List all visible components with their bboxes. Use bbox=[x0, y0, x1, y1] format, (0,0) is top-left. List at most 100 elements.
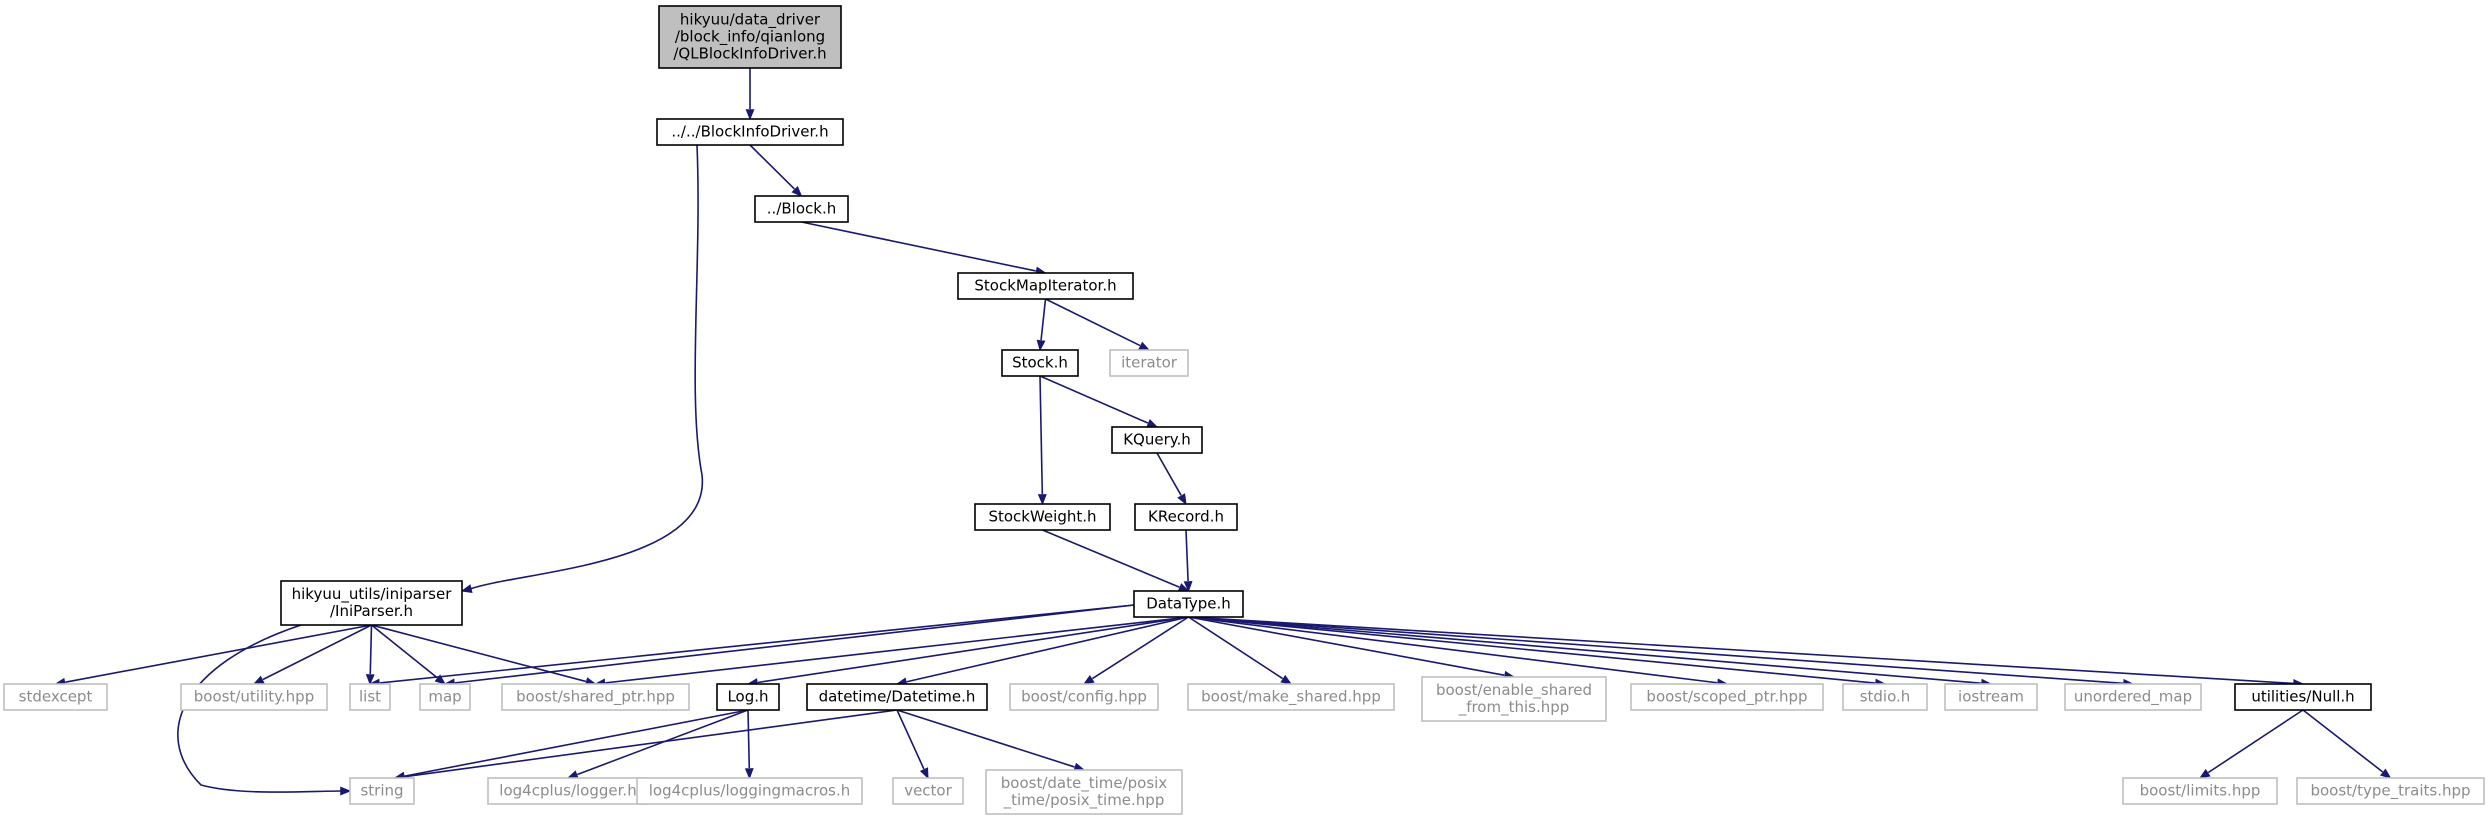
edge-block-to-smi bbox=[801, 221, 1036, 272]
node-stdio[interactable]: stdio.h bbox=[1842, 683, 1928, 711]
arrowhead bbox=[460, 584, 473, 593]
edge-smi-to-stock bbox=[1040, 298, 1047, 341]
node-label: StockWeight.h bbox=[988, 508, 1096, 526]
node-block[interactable]: ../Block.h bbox=[754, 195, 849, 223]
node-box[interactable] bbox=[1842, 683, 1928, 711]
node-bid[interactable]: ../../BlockInfoDriver.h bbox=[656, 118, 844, 146]
node-box[interactable] bbox=[501, 683, 690, 711]
node-label: boost/type_traits.hpp bbox=[2310, 782, 2470, 801]
node-bconfig[interactable]: boost/config.hpp bbox=[1009, 683, 1159, 711]
node-label: boost/limits.hpp bbox=[2140, 782, 2261, 800]
edge-dtype-to-stdio bbox=[1188, 616, 1876, 684]
node-box[interactable] bbox=[2064, 683, 2202, 711]
node-butil[interactable]: boost/utility.hpp bbox=[180, 683, 328, 711]
node-box[interactable] bbox=[2296, 777, 2485, 805]
node-box[interactable] bbox=[754, 195, 849, 223]
edge-log-to-string bbox=[404, 709, 749, 777]
arrowhead bbox=[1082, 674, 1095, 685]
edge-dtype-to-datetime bbox=[906, 616, 1189, 683]
node-krecord[interactable]: KRecord.h bbox=[1134, 503, 1238, 531]
node-l4macros[interactable]: log4cplus/loggingmacros.h bbox=[636, 777, 863, 805]
node-blimits[interactable]: boost/limits.hpp bbox=[2122, 777, 2278, 805]
node-box[interactable] bbox=[349, 683, 391, 711]
node-label: KQuery.h bbox=[1123, 431, 1191, 449]
node-box[interactable] bbox=[1134, 503, 1238, 531]
node-btraits[interactable]: boost/type_traits.hpp bbox=[2296, 777, 2485, 805]
arrowhead bbox=[1037, 494, 1047, 506]
arrowhead bbox=[1146, 419, 1159, 428]
edge-kweight-to-dtype bbox=[1042, 529, 1180, 588]
edge-log-to-l4macros bbox=[747, 709, 751, 769]
node-kquery[interactable]: KQuery.h bbox=[1111, 426, 1203, 454]
node-datetime[interactable]: datetime/Datetime.h bbox=[806, 683, 988, 711]
edge-dtype-to-umap bbox=[1188, 616, 2124, 685]
node-label: map bbox=[428, 688, 461, 706]
node-posix[interactable]: boost/date_time/posix_time/posix_time.hp… bbox=[985, 769, 1183, 815]
arrowhead bbox=[2198, 768, 2211, 779]
node-box[interactable] bbox=[2234, 683, 2372, 711]
node-box[interactable] bbox=[806, 683, 988, 711]
arrowhead bbox=[252, 675, 265, 685]
node-string[interactable]: string bbox=[349, 777, 415, 805]
node-label: stdio.h bbox=[1860, 688, 1911, 706]
node-vector[interactable]: vector bbox=[892, 777, 964, 805]
node-bshared[interactable]: boost/shared_ptr.hpp bbox=[501, 683, 690, 711]
edge-stock-to-kweight bbox=[1039, 375, 1044, 495]
node-stdexcept[interactable]: stdexcept bbox=[3, 683, 108, 711]
node-ql[interactable]: hikyuu/data_driver/block_info/qianlong/Q… bbox=[658, 5, 842, 69]
node-box[interactable] bbox=[3, 683, 108, 711]
node-umap[interactable]: unordered_map bbox=[2064, 683, 2202, 711]
node-box[interactable] bbox=[1630, 683, 1824, 711]
node-bmake[interactable]: boost/make_shared.hpp bbox=[1187, 683, 1395, 711]
node-box[interactable] bbox=[1111, 426, 1203, 454]
edge-dtype-to-bshared bbox=[605, 616, 1189, 684]
node-box[interactable] bbox=[349, 777, 415, 805]
node-box[interactable] bbox=[1944, 683, 2038, 711]
node-log[interactable]: Log.h bbox=[716, 683, 780, 711]
edge-dtype-to-iostream bbox=[1188, 616, 1982, 684]
node-label: datetime/Datetime.h bbox=[819, 688, 976, 706]
node-l4logger[interactable]: log4cplus/logger.h bbox=[487, 777, 649, 805]
edge-ini-to-string bbox=[177, 624, 342, 793]
node-ini[interactable]: hikyuu_utils/iniparser/IniParser.h bbox=[280, 580, 463, 626]
node-label: list bbox=[359, 688, 381, 706]
node-box[interactable] bbox=[656, 118, 844, 146]
node-box[interactable] bbox=[1421, 676, 1607, 722]
node-box[interactable] bbox=[1133, 590, 1244, 618]
node-box[interactable] bbox=[419, 683, 471, 711]
node-label: ../../BlockInfoDriver.h bbox=[671, 123, 828, 141]
node-dtype[interactable]: DataType.h bbox=[1133, 590, 1244, 618]
node-list[interactable]: list bbox=[349, 683, 391, 711]
node-kweight[interactable]: StockWeight.h bbox=[974, 503, 1111, 531]
node-box[interactable] bbox=[957, 272, 1134, 300]
node-label: boost/enable_shared bbox=[1436, 681, 1592, 700]
node-box[interactable] bbox=[658, 5, 842, 69]
node-box[interactable] bbox=[280, 580, 463, 626]
node-box[interactable] bbox=[1187, 683, 1395, 711]
node-box[interactable] bbox=[1109, 349, 1189, 377]
node-label: DataType.h bbox=[1146, 595, 1231, 613]
edge-ini-to-stdexcept bbox=[65, 624, 372, 683]
node-map[interactable]: map bbox=[419, 683, 471, 711]
node-benable[interactable]: boost/enable_shared_from_this.hpp bbox=[1421, 676, 1607, 722]
edge-datetime-to-string bbox=[404, 709, 898, 778]
node-box[interactable] bbox=[180, 683, 328, 711]
node-box[interactable] bbox=[892, 777, 964, 805]
node-bscoped[interactable]: boost/scoped_ptr.hpp bbox=[1630, 683, 1824, 711]
node-box[interactable] bbox=[1001, 349, 1079, 377]
node-box[interactable] bbox=[974, 503, 1111, 531]
node-box[interactable] bbox=[1009, 683, 1159, 711]
node-iterator[interactable]: iterator bbox=[1109, 349, 1189, 377]
node-label: StockMapIterator.h bbox=[974, 277, 1116, 295]
edge-null-to-btraits bbox=[2302, 709, 2384, 773]
node-box[interactable] bbox=[2122, 777, 2278, 805]
node-stock[interactable]: Stock.h bbox=[1001, 349, 1079, 377]
nodes-layer: hikyuu/data_driver/block_info/qianlong/Q… bbox=[3, 5, 2485, 815]
node-box[interactable] bbox=[985, 769, 1183, 815]
edge-dtype-to-benable bbox=[1188, 616, 1505, 676]
node-iostream[interactable]: iostream bbox=[1944, 683, 2038, 711]
node-null[interactable]: utilities/Null.h bbox=[2234, 683, 2372, 711]
node-box[interactable] bbox=[716, 683, 780, 711]
node-smi[interactable]: StockMapIterator.h bbox=[957, 272, 1134, 300]
node-box[interactable] bbox=[636, 777, 863, 805]
